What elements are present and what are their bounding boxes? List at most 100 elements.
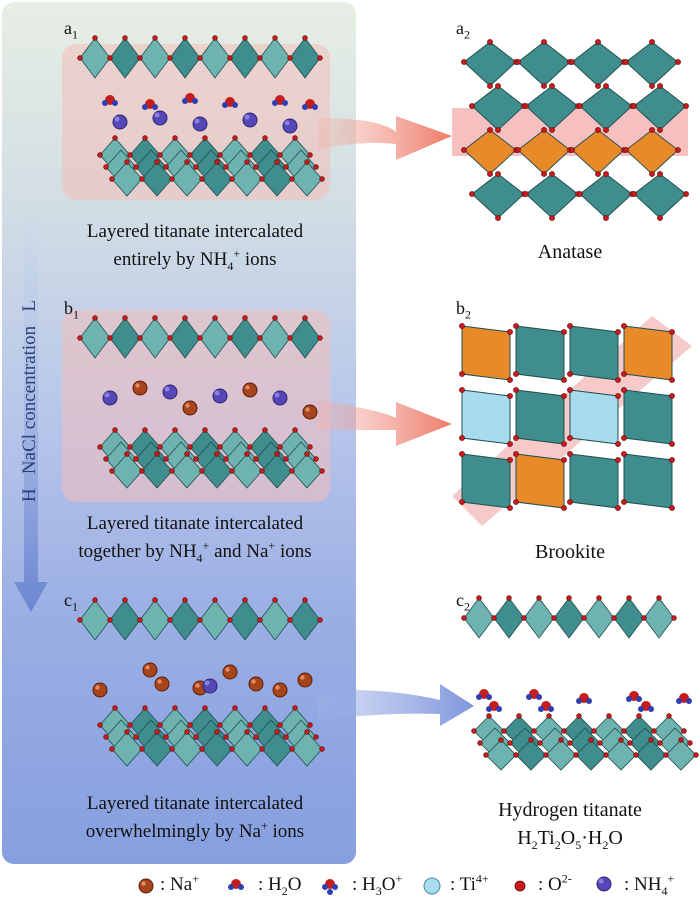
titanium-octahedron <box>625 41 679 87</box>
oxygen-atom <box>657 83 663 89</box>
oxygen-atom <box>122 315 128 321</box>
oxygen-atom <box>122 597 128 603</box>
brookite-polyhedron <box>569 389 619 445</box>
oxygen-atom <box>92 597 98 603</box>
oxygen-atom <box>678 737 684 743</box>
oxygen-atom <box>103 456 109 462</box>
sodium-ion <box>302 404 318 420</box>
titanium-octahedron <box>139 37 171 79</box>
titanium-octahedron <box>463 41 517 87</box>
caption-c1: Layered titanate intercalated overwhelmi… <box>85 793 305 842</box>
sodium-highlight <box>245 385 250 390</box>
oxygen-atom <box>109 746 115 752</box>
oxygen-atom <box>461 615 467 621</box>
oxygen-atom <box>193 734 199 740</box>
oxygen-atom <box>217 444 223 450</box>
titanium-octahedron <box>229 317 261 359</box>
structure-b1 <box>77 315 325 489</box>
brookite-polyhedron <box>623 325 673 381</box>
oxygen-atom <box>292 135 298 141</box>
titanium-octahedron <box>493 597 525 639</box>
water-hydrogen <box>232 102 238 108</box>
sodium-ion <box>138 878 154 894</box>
oxygen-atom <box>154 729 160 735</box>
sodium-ion <box>222 664 238 680</box>
ammonium-ion <box>272 390 288 406</box>
ammonium-highlight <box>204 680 210 686</box>
titanium-octahedron <box>259 599 291 641</box>
brookite-polyhedron <box>461 325 511 381</box>
oxygen-atom <box>567 740 573 746</box>
brookite-polyhedron <box>623 389 673 445</box>
titanium-octahedron <box>229 37 261 79</box>
water-hydrogen <box>686 698 692 704</box>
oxygen-atom <box>507 393 513 399</box>
oxygen-atom <box>495 215 501 221</box>
oxygen-atom <box>202 705 208 711</box>
oxygen-atom <box>621 499 627 505</box>
titanium-octahedron <box>523 597 555 639</box>
oxygen-atom <box>302 597 308 603</box>
oxygen-atom <box>558 737 564 743</box>
oxygen-atom <box>272 315 278 321</box>
oxygen-atom <box>277 722 283 728</box>
oxygen-atom <box>97 444 103 450</box>
oxygen-atom <box>319 176 325 182</box>
oxygen-atom <box>184 159 190 165</box>
oxygen-atom <box>459 499 465 505</box>
water-hydrogen <box>636 696 642 702</box>
sodium-ion <box>248 676 264 692</box>
orange-octahedron <box>517 129 571 175</box>
oxygen-atom <box>507 457 513 463</box>
oxygen-atom <box>253 734 259 740</box>
tag-a1: a1 <box>64 18 78 42</box>
oxygen-atom <box>649 127 655 133</box>
water-hydrogen <box>238 884 244 890</box>
oxygen-atom <box>313 734 319 740</box>
oxygen-atom <box>127 722 133 728</box>
oxygen-atom <box>142 135 148 141</box>
oxygen-atom <box>133 734 139 740</box>
sodium-highlight <box>145 665 150 670</box>
oxygen-atom <box>528 737 534 743</box>
water-hydrogen <box>312 104 318 110</box>
oxygen-atom <box>262 135 268 141</box>
oxygen-atom <box>152 35 158 41</box>
oxygen-atom <box>577 191 583 197</box>
legend-na: : Na+ <box>160 871 199 895</box>
titanium-octahedron <box>633 173 687 219</box>
oxygen-atom <box>167 335 173 341</box>
oxygen-atom <box>223 164 229 170</box>
oxygen-atom <box>603 752 609 758</box>
oxygen-atom <box>172 427 178 433</box>
titanium-octahedron <box>229 599 261 641</box>
oxygen-atom <box>567 499 573 505</box>
oxygen-atom <box>229 468 235 474</box>
caption-c2: Hydrogen titanate H2Ti2O5·H2O <box>498 799 642 852</box>
ammonium-highlight <box>244 114 250 120</box>
oxygen-atom <box>671 615 677 621</box>
ammonium-highlight <box>194 118 200 124</box>
legend-ti: : Ti4+ <box>450 871 489 895</box>
ammonium-ion <box>282 118 298 134</box>
ammonium-highlight <box>214 390 220 396</box>
sodium-ion <box>92 682 108 698</box>
oxygen-atom <box>127 444 133 450</box>
oxygen-atom <box>154 159 160 165</box>
oxygen-atom <box>313 456 319 462</box>
oxygen-atom <box>139 176 145 182</box>
titanium-octahedron <box>199 37 231 79</box>
sodium-highlight <box>157 679 162 684</box>
oxygen-atom <box>633 752 639 758</box>
ammonium-ion <box>162 384 178 400</box>
ammonium-highlight <box>104 392 110 398</box>
oxygen-atom <box>253 164 259 170</box>
oxygen-atom <box>551 615 557 621</box>
oxygen-atom <box>283 456 289 462</box>
oxygen-atom <box>307 444 313 450</box>
titanium-octahedron <box>579 173 633 219</box>
sodium-highlight <box>185 403 190 408</box>
oxygen-atom <box>109 468 115 474</box>
sodium-ion <box>297 672 313 688</box>
oxygen-atom <box>507 505 513 511</box>
